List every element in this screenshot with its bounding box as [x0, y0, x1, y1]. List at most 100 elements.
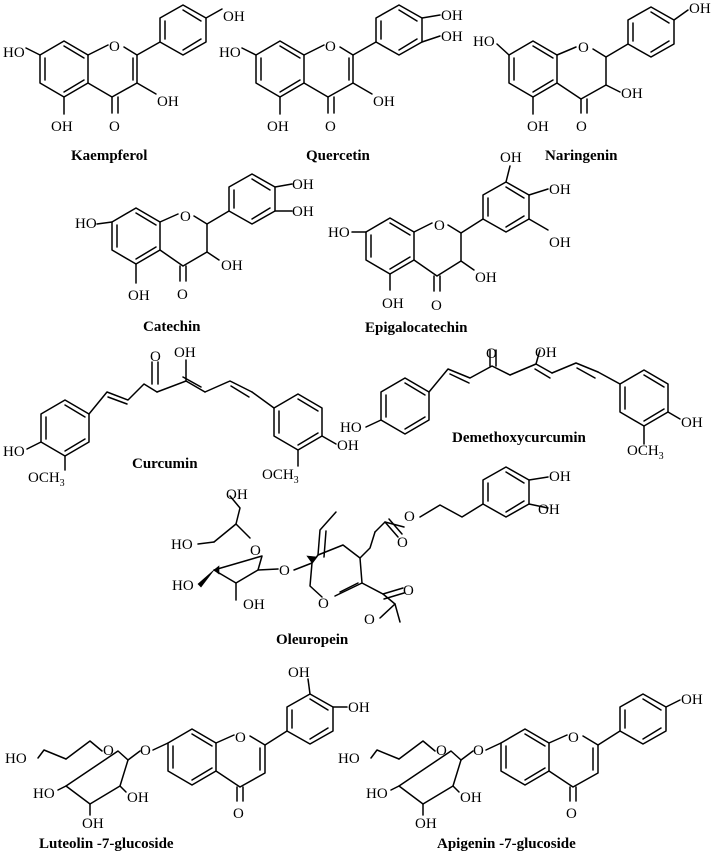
- kaempferol-ring-oxygen: O: [109, 39, 120, 55]
- luteolin-7-glucoside-glc-ring-oxygen: O: [103, 743, 114, 759]
- catechin-structure: O O OH OH OH HO OH Catechin: [75, 173, 314, 335]
- kaempferol-7-hydroxyl: HO: [3, 45, 25, 61]
- apigenin-7-glucoside-glc-ring-oxygen: O: [436, 743, 447, 759]
- catechin-4prime-hydroxyl: OH: [292, 204, 314, 220]
- curcumin-enol-hydroxyl: OH: [174, 345, 196, 361]
- epigalocatechin-4prime-hydroxyl: OH: [549, 182, 571, 198]
- quercetin-name: Quercetin: [306, 148, 371, 164]
- naringenin-ring-oxygen: O: [578, 40, 589, 56]
- demethoxycurcumin-enol-hydroxyl: OH: [535, 345, 557, 361]
- luteolin-7-glucoside-4prime-hydroxyl: OH: [348, 700, 370, 716]
- curcumin-right-methoxy-sub: 3: [294, 475, 299, 486]
- curcumin-left-methoxy: OCH3: [28, 470, 65, 489]
- demethoxycurcumin-right-hydroxyl: OH: [681, 415, 703, 431]
- luteolin-7-glucoside-3prime-hydroxyl: OH: [288, 665, 310, 681]
- curcumin-name: Curcumin: [132, 456, 198, 472]
- luteolin-7-glucoside-glc-hydroxyl-2: OH: [127, 790, 149, 806]
- apigenin-7-glucoside-glc-hydroxyl-3: OH: [415, 816, 437, 832]
- quercetin-carbonyl-oxygen: O: [325, 119, 336, 135]
- oleuropein-glc-hydroxyl-4: HO: [171, 537, 193, 553]
- naringenin-5-hydroxyl: OH: [527, 119, 549, 135]
- epigalocatechin-7-hydroxyl: HO: [328, 225, 350, 241]
- epigalocatechin-3prime-hydroxyl: OH: [500, 150, 522, 166]
- quercetin-structure: O O OH OH OH HO OH Quercetin: [219, 4, 463, 164]
- oleuropein-glc-ring-oxygen: O: [250, 543, 261, 559]
- oleuropein-ester-oxygen: O: [404, 509, 415, 525]
- curcumin-keto-oxygen: O: [150, 349, 161, 365]
- curcumin-right-methoxy-text: OCH: [262, 467, 294, 483]
- oleuropein-glc-hydroxyl-2: OH: [243, 597, 265, 613]
- quercetin-5-hydroxyl: OH: [267, 119, 289, 135]
- luteolin-7-glucoside-structure: O O O O HO HO OH OH OH OH Luteolin -7-gl…: [5, 665, 370, 852]
- catechin-carbonyl-oxygen: O: [177, 287, 188, 303]
- demethoxycurcumin-name: Demethoxycurcumin: [452, 430, 587, 446]
- quercetin-3-hydroxyl: OH: [373, 94, 395, 110]
- luteolin-7-glucoside-ch2oh: HO: [5, 751, 27, 767]
- oleuropein-glc-hydroxyl-3: HO: [172, 578, 194, 594]
- epigalocatechin-3-hydroxyl: OH: [475, 270, 497, 286]
- apigenin-7-glucoside-ch2oh: HO: [338, 751, 360, 767]
- curcumin-left-hydroxyl: HO: [3, 444, 25, 460]
- catechin-3prime-hydroxyl: OH: [292, 177, 314, 193]
- catechin-5-hydroxyl: OH: [128, 288, 150, 304]
- curcumin-right-methoxy: OCH3: [262, 467, 299, 486]
- demethoxycurcumin-methoxy-sub: 3: [659, 451, 664, 462]
- naringenin-structure: O O OH OH HO OH Naringenin: [473, 1, 711, 164]
- naringenin-bonds: [496, 6, 689, 115]
- epigalocatechin-structure: O O OH OH OH OH HO OH Epigalocatechin: [328, 150, 571, 336]
- naringenin-4prime-hydroxyl: OH: [689, 1, 711, 17]
- quercetin-ring-oxygen: O: [325, 39, 336, 55]
- catechin-bonds: [96, 173, 293, 284]
- oleuropein-ester-carbonyl: O: [397, 535, 408, 551]
- epigalocatechin-bonds: [351, 165, 549, 292]
- curcumin-right-hydroxyl: OH: [337, 438, 359, 454]
- apigenin-7-glucoside-structure: O O O O HO HO OH OH OH Apigenin -7-gluco…: [338, 692, 703, 852]
- catechin-name: Catechin: [143, 319, 201, 335]
- oleuropein-glycosidic-oxygen: O: [279, 563, 290, 579]
- oleuropein-catechol-hydroxyl-2: OH: [538, 502, 560, 518]
- luteolin-7-glucoside-ring-oxygen: O: [235, 730, 246, 746]
- curcumin-structure: O OH HO OCH3 OH OCH3 Curcumin: [3, 345, 359, 489]
- oleuropein-name: Oleuropein: [276, 632, 349, 648]
- luteolin-7-glucoside-glc-hydroxyl-4: HO: [33, 786, 55, 802]
- oleuropein-pyran-oxygen: O: [318, 596, 329, 612]
- oleuropein-methyl-ester-oxygen: O: [364, 612, 375, 628]
- luteolin-7-glucoside-carbonyl-oxygen: O: [233, 806, 244, 822]
- epigalocatechin-5prime-hydroxyl: OH: [549, 235, 571, 251]
- quercetin-4prime-hydroxyl: OH: [441, 29, 463, 45]
- apigenin-7-glucoside-glc-hydroxyl-2: OH: [460, 790, 482, 806]
- oleuropein-methyl-ester-carbonyl: O: [403, 583, 414, 599]
- apigenin-7-glucoside-ring-oxygen: O: [568, 730, 579, 746]
- curcumin-bonds: [26, 359, 337, 471]
- kaempferol-structure: O O OH OH HO OH Kaempferol: [3, 4, 245, 164]
- catechin-3-hydroxyl: OH: [221, 258, 243, 274]
- demethoxycurcumin-keto-oxygen: O: [486, 346, 497, 362]
- oleuropein-catechol-hydroxyl-1: OH: [549, 469, 571, 485]
- quercetin-3prime-hydroxyl: OH: [441, 8, 463, 24]
- oleuropein-bonds: [197, 466, 549, 623]
- apigenin-7-glucoside-glycosidic-oxygen: O: [473, 743, 484, 759]
- demethoxycurcumin-left-hydroxyl: HO: [340, 420, 362, 436]
- kaempferol-4prime-hydroxyl: OH: [223, 9, 245, 25]
- epigalocatechin-carbonyl-oxygen: O: [431, 298, 442, 314]
- kaempferol-5-hydroxyl: OH: [51, 119, 73, 135]
- kaempferol-bonds: [25, 4, 223, 115]
- naringenin-carbonyl-oxygen: O: [576, 119, 587, 135]
- catechin-ring-oxygen: O: [180, 209, 191, 225]
- luteolin-7-glucoside-glc-hydroxyl-3: OH: [82, 816, 104, 832]
- luteolin-7-glucoside-name: Luteolin -7-glucoside: [39, 836, 174, 852]
- curcumin-left-methoxy-text: OCH: [28, 470, 60, 486]
- naringenin-name: Naringenin: [545, 148, 618, 164]
- catechin-7-hydroxyl: HO: [75, 216, 97, 232]
- kaempferol-name: Kaempferol: [71, 148, 147, 164]
- epigalocatechin-ring-oxygen: O: [434, 218, 445, 234]
- naringenin-7-hydroxyl: HO: [473, 34, 495, 50]
- luteolin-7-glucoside-glycosidic-oxygen: O: [140, 743, 151, 759]
- kaempferol-carbonyl-oxygen: O: [109, 119, 120, 135]
- epigalocatechin-5-hydroxyl: OH: [382, 296, 404, 312]
- apigenin-7-glucoside-glc-hydroxyl-4: HO: [366, 786, 388, 802]
- apigenin-7-glucoside-bonds: [370, 693, 681, 816]
- apigenin-7-glucoside-name: Apigenin -7-glucoside: [437, 836, 576, 852]
